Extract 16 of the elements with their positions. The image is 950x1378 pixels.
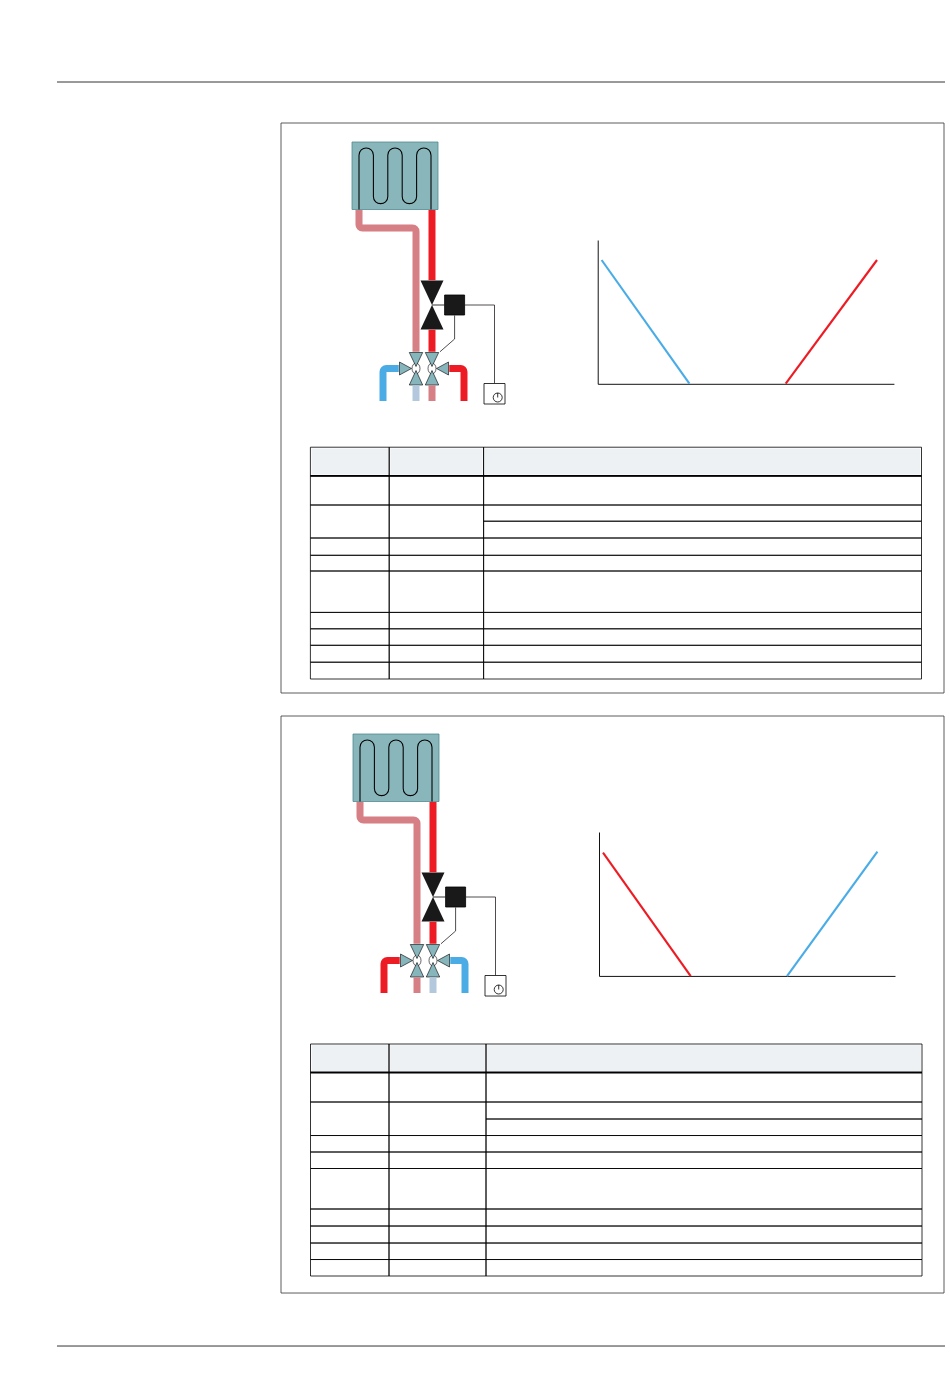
control-wire (440, 907, 456, 945)
six-way-valve (399, 352, 449, 386)
valve-symbol (420, 280, 445, 330)
thermostat (484, 975, 507, 997)
control-wire (439, 315, 455, 353)
valve-symbol (421, 872, 446, 922)
heating-coil (351, 141, 439, 211)
thermostat (483, 383, 506, 405)
pipe (428, 209, 436, 281)
six-way-valve (400, 944, 450, 978)
heating-coil (352, 733, 440, 803)
control-wire (465, 896, 496, 976)
control-wire (464, 304, 495, 384)
pipe (429, 801, 437, 873)
actuator (444, 294, 465, 316)
actuator (445, 886, 466, 908)
